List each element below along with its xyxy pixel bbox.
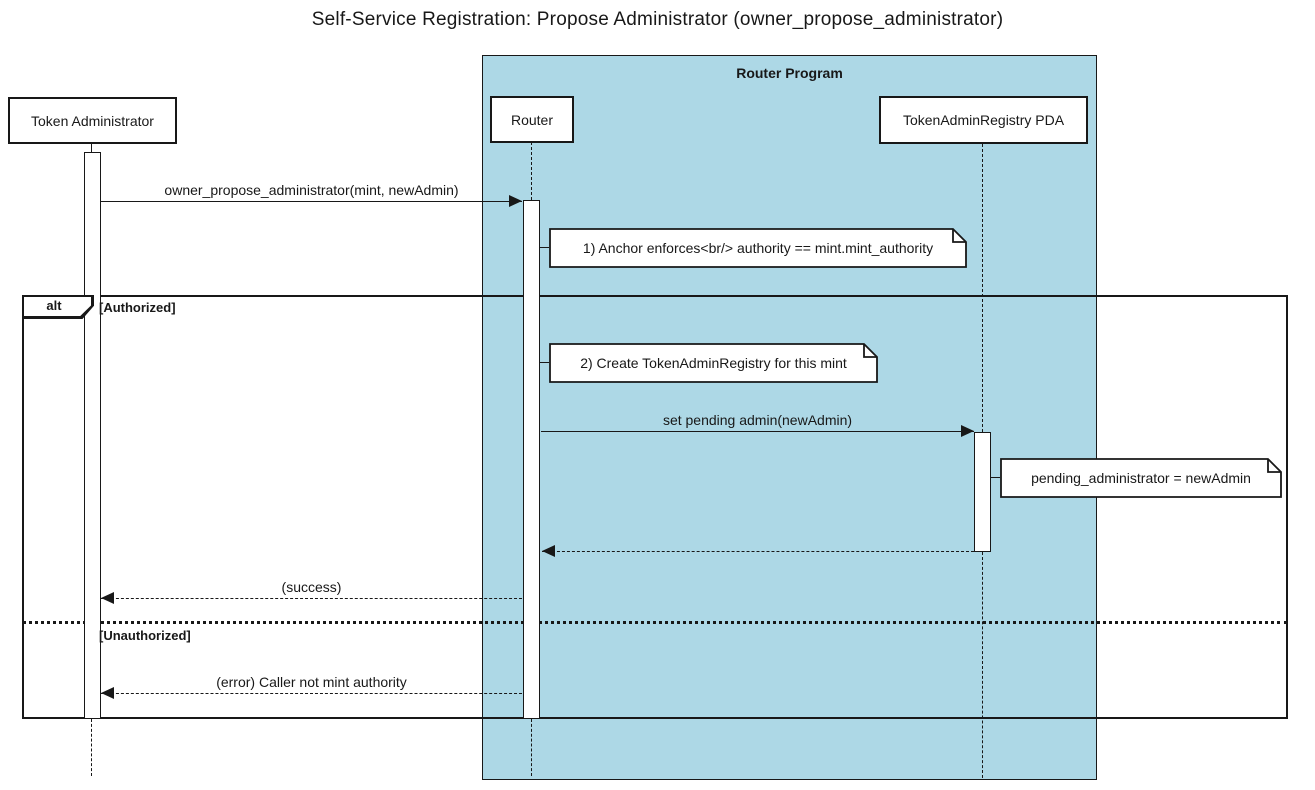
alt-operator-label: alt	[46, 298, 62, 313]
message-error-label: (error) Caller not mint authority	[216, 674, 407, 690]
message-set-pending-line	[541, 431, 974, 432]
lifeline-router-top	[531, 142, 532, 200]
alt-divider	[22, 621, 1288, 624]
participant-router: Router	[490, 96, 574, 143]
activation-router	[523, 200, 540, 719]
lifeline-registry-pda-top	[982, 144, 983, 432]
message-set-pending-label: set pending admin(newAdmin)	[662, 412, 853, 428]
arrowhead-icon	[101, 687, 114, 699]
lifeline-router-bottom	[531, 719, 532, 776]
lifeline-token-administrator-stub	[91, 143, 92, 152]
note-pending-admin: pending_administrator = newAdmin	[1000, 458, 1282, 498]
participant-registry-pda: TokenAdminRegistry PDA	[879, 96, 1088, 144]
arrowhead-icon	[101, 592, 114, 604]
message-error-line	[101, 693, 522, 694]
participant-registry-pda-label: TokenAdminRegistry PDA	[902, 112, 1065, 128]
message-propose-line	[101, 201, 522, 202]
note-anchor-enforces-text: 1) Anchor enforces<br/> authority == min…	[582, 240, 934, 256]
note-connector	[540, 362, 549, 363]
note-create-registry-text: 2) Create TokenAdminRegistry for this mi…	[580, 355, 847, 371]
lifeline-registry-pda-bottom	[982, 552, 983, 778]
router-program-title: Router Program	[736, 65, 843, 81]
message-propose-label: owner_propose_administrator(mint, newAdm…	[164, 182, 459, 198]
note-create-registry: 2) Create TokenAdminRegistry for this mi…	[549, 343, 878, 383]
activation-registry-pda	[974, 432, 991, 552]
guard-authorized: [Authorized]	[99, 300, 176, 315]
message-success-line	[101, 598, 522, 599]
message-success-label: (success)	[281, 579, 342, 595]
router-program-container	[482, 55, 1097, 780]
alt-operator-pentagon-fill	[24, 297, 91, 316]
note-connector	[991, 477, 1000, 478]
arrowhead-icon	[542, 545, 555, 557]
alt-frame	[22, 295, 1288, 719]
lifeline-token-administrator	[91, 719, 92, 776]
arrowhead-icon	[509, 195, 522, 207]
arrowhead-icon	[961, 425, 974, 437]
activation-token-administrator	[84, 152, 101, 719]
diagram-title: Self-Service Registration: Propose Admin…	[311, 9, 1004, 30]
participant-token-administrator-label: Token Administrator	[31, 112, 154, 129]
note-pending-admin-text: pending_administrator = newAdmin	[1031, 470, 1251, 486]
participant-token-administrator: Token Administrator	[8, 97, 177, 144]
note-connector	[540, 247, 549, 248]
note-anchor-enforces: 1) Anchor enforces<br/> authority == min…	[549, 228, 967, 268]
guard-unauthorized: [Unauthorized]	[99, 628, 191, 643]
participant-router-label: Router	[510, 111, 554, 128]
message-pda-return-line	[542, 551, 974, 552]
